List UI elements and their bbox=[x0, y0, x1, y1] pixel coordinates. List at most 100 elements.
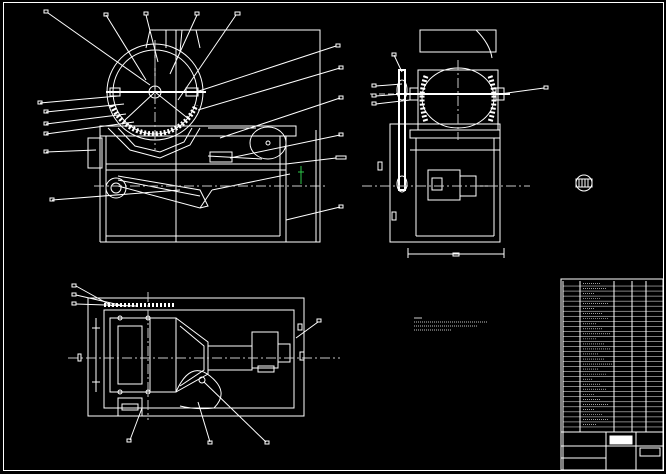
side-shaft-collar bbox=[495, 87, 505, 101]
leader-box bbox=[49, 197, 55, 202]
front-spoke bbox=[124, 91, 156, 121]
leader bbox=[75, 294, 125, 307]
leader bbox=[219, 97, 341, 139]
front-hopper bbox=[145, 29, 201, 49]
front-belt bbox=[207, 155, 263, 160]
top-bolt bbox=[117, 315, 123, 321]
leader bbox=[129, 407, 143, 441]
top-bolt bbox=[117, 389, 123, 395]
leader-box bbox=[103, 12, 109, 17]
side-view bbox=[362, 29, 530, 258]
top-mark bbox=[299, 351, 305, 361]
leader bbox=[375, 93, 403, 97]
leader-box bbox=[371, 101, 377, 106]
top-motor-foot bbox=[257, 365, 275, 373]
leader-box bbox=[126, 438, 132, 443]
front-lower-pulley-hub bbox=[110, 182, 122, 194]
top-mark bbox=[297, 323, 303, 331]
leader-box bbox=[338, 95, 344, 100]
leader bbox=[75, 303, 137, 307]
leader-box bbox=[43, 131, 49, 136]
front-view bbox=[87, 29, 326, 243]
front-outlet bbox=[211, 173, 291, 191]
side-mark bbox=[391, 211, 397, 221]
leader-box bbox=[338, 204, 344, 209]
leader bbox=[285, 157, 337, 165]
leader-box bbox=[43, 109, 49, 114]
leader-box bbox=[71, 301, 77, 306]
technical-notes bbox=[414, 317, 488, 331]
leader-box bbox=[371, 83, 377, 88]
top-center-box bbox=[149, 317, 177, 393]
side-pulley-column bbox=[398, 69, 406, 191]
side-frame bbox=[389, 123, 501, 243]
leader-box bbox=[234, 11, 241, 16]
top-bottom-tab bbox=[117, 397, 143, 417]
leader-box bbox=[43, 9, 49, 14]
leader-box bbox=[543, 85, 549, 90]
leader-box bbox=[335, 155, 347, 160]
top-leaders bbox=[71, 283, 322, 445]
side-leaders bbox=[371, 52, 549, 106]
detail-view bbox=[575, 174, 593, 192]
leader-box bbox=[391, 52, 397, 57]
leader bbox=[39, 95, 119, 104]
leader-box bbox=[371, 93, 377, 98]
side-hopper-curve bbox=[475, 29, 493, 59]
leader-box bbox=[37, 100, 43, 105]
leader bbox=[51, 189, 181, 201]
leader bbox=[375, 99, 411, 105]
side-drum-hatch-left bbox=[419, 75, 429, 123]
side-dim-text-box bbox=[452, 252, 460, 257]
front-leaders bbox=[37, 9, 347, 221]
leader-box bbox=[43, 149, 49, 154]
leader bbox=[295, 321, 319, 339]
leader-box bbox=[143, 11, 149, 16]
leader-box bbox=[207, 440, 213, 445]
front-shaft-collar bbox=[185, 87, 199, 97]
front-lower-pulley bbox=[105, 177, 127, 199]
top-funnel bbox=[175, 317, 209, 393]
detail-circle bbox=[575, 174, 593, 192]
leader-box bbox=[71, 283, 77, 288]
drawing-frame bbox=[3, 2, 664, 471]
title-block bbox=[560, 278, 664, 471]
leader-box bbox=[338, 132, 344, 137]
detail-inner bbox=[575, 178, 593, 188]
title-block-logo-box bbox=[609, 435, 633, 445]
front-sieve-line bbox=[117, 179, 201, 197]
top-belt-curve bbox=[175, 370, 222, 410]
leader bbox=[195, 45, 337, 93]
leader bbox=[45, 113, 127, 125]
top-pulley-mark bbox=[198, 376, 206, 384]
front-sieve bbox=[117, 175, 209, 209]
top-left-box-inner bbox=[117, 325, 143, 385]
leader bbox=[203, 381, 267, 443]
top-motor-end bbox=[277, 343, 291, 363]
leader bbox=[285, 206, 341, 221]
side-frame-top bbox=[409, 129, 501, 139]
leader bbox=[499, 87, 545, 95]
side-motor-box bbox=[431, 177, 443, 191]
front-motor-base bbox=[209, 151, 233, 163]
leader bbox=[169, 14, 198, 75]
leader-box bbox=[338, 65, 344, 70]
leader bbox=[47, 12, 151, 86]
side-shaft-collar bbox=[409, 87, 419, 101]
top-mark bbox=[77, 353, 82, 362]
leader bbox=[45, 103, 125, 113]
leader bbox=[197, 67, 341, 111]
front-chute bbox=[107, 127, 201, 159]
leader-box bbox=[316, 318, 322, 323]
front-drum-hatch-band bbox=[109, 104, 199, 137]
front-hopper-line bbox=[179, 29, 183, 53]
top-inner-frame bbox=[103, 309, 295, 409]
leader-box bbox=[194, 11, 200, 16]
leader bbox=[45, 149, 97, 153]
front-spoke bbox=[154, 91, 191, 121]
leader-box bbox=[43, 121, 49, 126]
title-block-frame bbox=[560, 278, 664, 471]
leader bbox=[145, 14, 159, 63]
